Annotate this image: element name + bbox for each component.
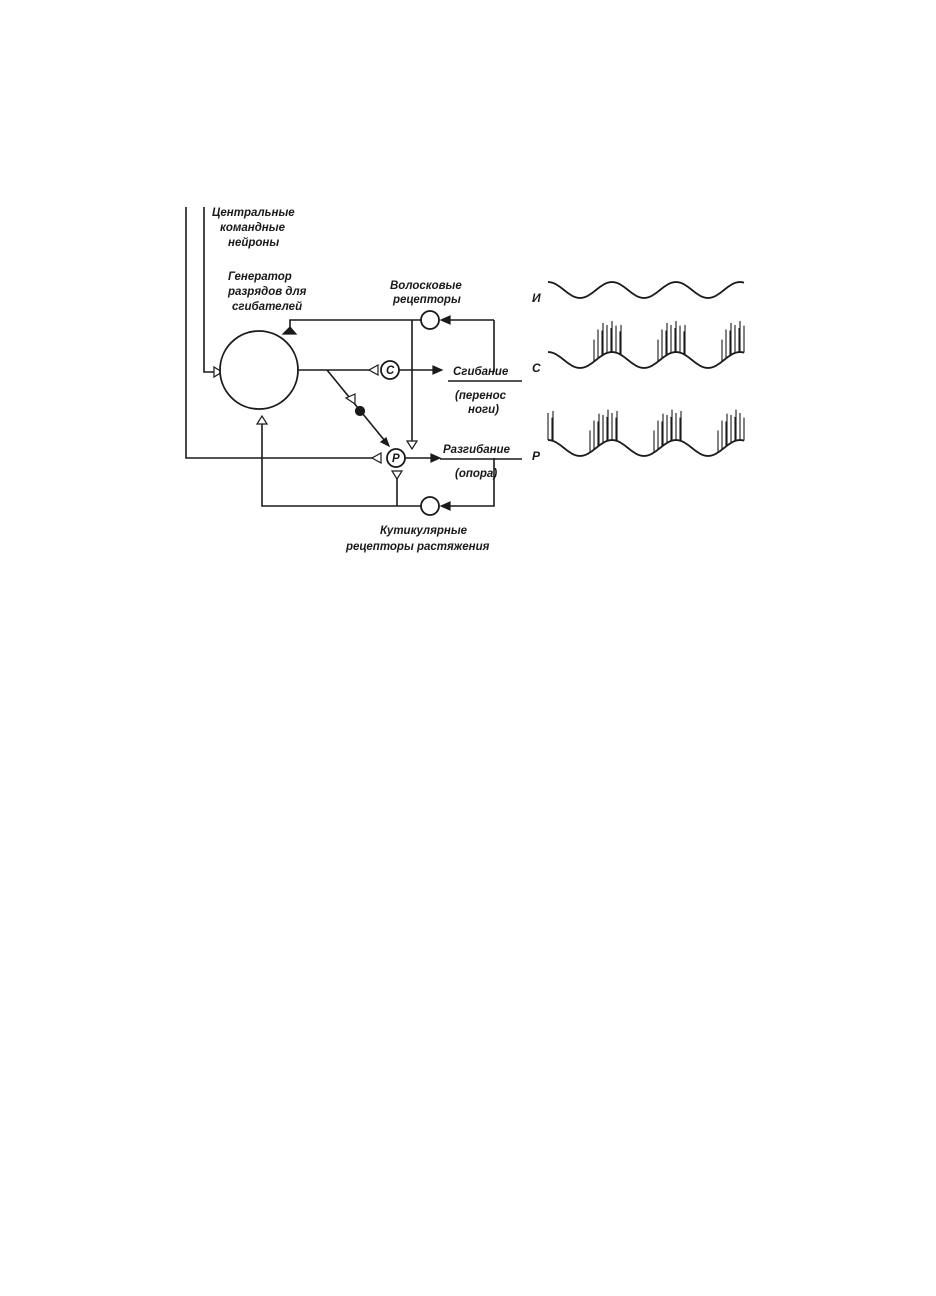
synapse-generator-flexor	[369, 365, 378, 375]
synapse-diagonal-inhibitory	[381, 438, 389, 446]
synapse-cuticular-extensor	[392, 471, 402, 479]
generator-diagonal-line	[327, 370, 385, 441]
flexor-motoneuron-label: C	[386, 365, 395, 377]
extension-to-cuticular-line	[447, 458, 494, 506]
command-line-to-extensor	[186, 207, 378, 458]
hair-receptor-feedback-line	[290, 320, 422, 332]
activity-traces: И С Р	[532, 282, 744, 463]
label-central-command-neurons: Центральные командные нейроны	[212, 207, 298, 249]
label-extension-sub: (опора)	[455, 468, 497, 480]
label-hair-receptors: Волосковые рецепторы	[390, 280, 465, 306]
flexor-generator-neuron	[220, 331, 298, 409]
command-line-to-generator	[204, 207, 214, 372]
label-extension: Разгибание	[443, 444, 511, 456]
trace-label-flexor: С	[532, 361, 541, 375]
synapse-hair-generator	[283, 327, 296, 334]
trace-wave-extensor	[548, 440, 744, 456]
trace-wave-flexor	[548, 352, 744, 368]
cuticular-receptor-neuron	[421, 497, 439, 515]
label-flexion-sub: (перенос ноги)	[455, 390, 509, 416]
synapse-hair-extensor	[407, 441, 417, 449]
extensor-motoneuron-label: P	[392, 453, 400, 465]
arrow-to-cuticular-receptor	[441, 502, 450, 510]
arrow-to-hair-receptor	[441, 316, 450, 324]
arrow-flexion-output	[433, 366, 442, 374]
trace-label-extensor: Р	[532, 449, 541, 463]
inhibitory-interneuron	[356, 407, 365, 416]
label-flexion: Сгибание	[453, 366, 509, 378]
trace-label-interneuron: И	[532, 291, 541, 305]
trace-wave-interneuron	[548, 282, 744, 298]
arrow-extension-output	[431, 454, 440, 462]
label-cuticular-stretch-receptors: Кутикулярные рецепторы растяжения	[345, 525, 490, 553]
label-flexor-generator: Генератор разрядов для сгибателей	[227, 271, 310, 313]
synapse-command-extensor	[372, 453, 381, 463]
hair-receptor-neuron	[421, 311, 439, 329]
synapse-cuticular-generator	[257, 416, 267, 424]
